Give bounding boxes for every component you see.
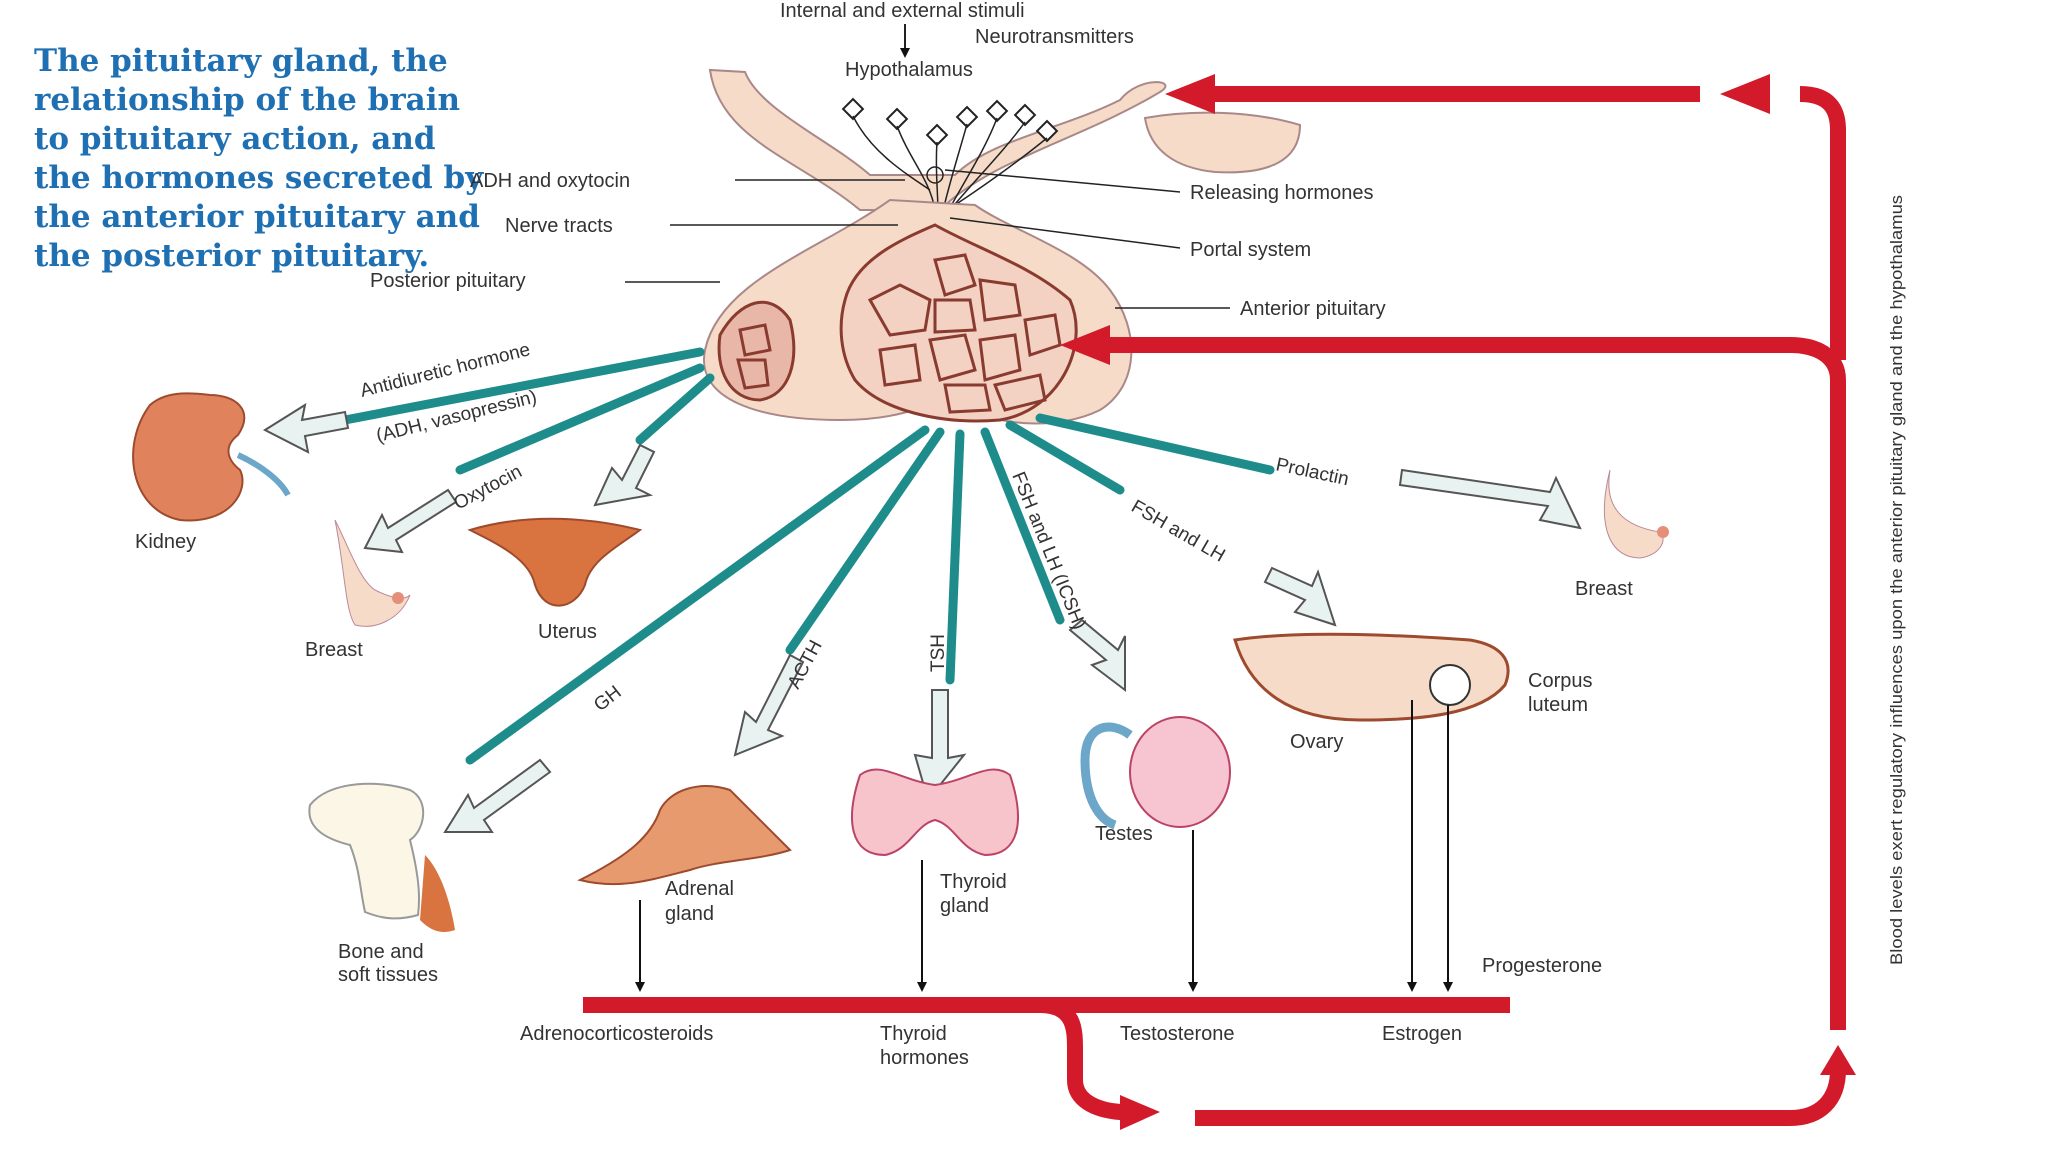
uterus-label: Uterus bbox=[538, 621, 597, 643]
adrenal-gland-label-2: gland bbox=[665, 903, 714, 925]
progesterone-label: Progesterone bbox=[1482, 955, 1602, 977]
stimuli-label: Internal and external stimuli bbox=[780, 0, 1025, 22]
bone-icon bbox=[308, 782, 425, 920]
thyroid-gland-label-2: gland bbox=[940, 895, 989, 917]
luteum-label: luteum bbox=[1528, 694, 1588, 716]
bone-label-1: Bone and bbox=[338, 941, 424, 963]
output-arrows bbox=[635, 700, 1453, 992]
testis-icon bbox=[1129, 716, 1231, 828]
kidney-label: Kidney bbox=[135, 531, 196, 553]
anterior-pituitary-label: Anterior pituitary bbox=[1240, 298, 1386, 320]
leader-lines bbox=[625, 169, 1230, 309]
thyroid-gland-label-1: Thyroid bbox=[940, 871, 1007, 893]
releasing-hormones-label: Releasing hormones bbox=[1190, 182, 1373, 204]
median-eminence bbox=[926, 166, 944, 184]
breast-left-label: Breast bbox=[305, 639, 363, 661]
bone-label-2: soft tissues bbox=[338, 964, 438, 986]
adrenal-icon bbox=[577, 785, 792, 886]
adh-oxytocin-label: ADH and oxytocin bbox=[470, 170, 630, 192]
neurotransmitters-label: Neurotransmitters bbox=[975, 26, 1134, 48]
hypothalamic-neurons bbox=[841, 97, 1059, 147]
feedback-loop bbox=[583, 86, 1846, 1126]
brain-fold bbox=[1143, 111, 1302, 174]
corpus-label: Corpus bbox=[1528, 670, 1592, 692]
feedback-arrowheads bbox=[1060, 74, 1856, 1130]
breast-right-icon bbox=[1603, 469, 1664, 559]
fsh-lh-label: FSH and LH bbox=[1128, 496, 1229, 566]
hormone-arrowheads bbox=[262, 402, 1582, 833]
breast-left-icon bbox=[334, 519, 411, 627]
thyroid-hormones-label-1: Thyroid bbox=[880, 1023, 947, 1045]
nerve-tracts-label: Nerve tracts bbox=[505, 215, 613, 237]
posterior-pituitary-label: Posterior pituitary bbox=[370, 270, 526, 292]
uterus-icon bbox=[467, 517, 643, 607]
portal-system-label: Portal system bbox=[1190, 239, 1311, 261]
ureter-icon bbox=[236, 452, 291, 497]
breast-right-label: Breast bbox=[1575, 578, 1633, 600]
adrenocorticosteroids-label: Adrenocorticosteroids bbox=[520, 1023, 713, 1045]
testosterone-label: Testosterone bbox=[1120, 1023, 1235, 1045]
blood-levels-note: Blood levels exert regulatory influences… bbox=[1887, 195, 1906, 965]
thyroid-hormones-label-2: hormones bbox=[880, 1047, 969, 1069]
thyroid-icon bbox=[851, 768, 1019, 857]
hormone-paths bbox=[340, 347, 1275, 765]
corpus-luteum-icon bbox=[1429, 664, 1471, 706]
tsh-label: TSH bbox=[928, 634, 949, 672]
hypothalamus-label: Hypothalamus bbox=[845, 59, 973, 81]
muscle-icon bbox=[420, 855, 455, 932]
adrenal-gland-label-1: Adrenal bbox=[665, 878, 734, 900]
estrogen-label: Estrogen bbox=[1382, 1023, 1462, 1045]
testes-label: Testes bbox=[1095, 823, 1153, 845]
ovary-label: Ovary bbox=[1290, 731, 1343, 753]
kidney-icon bbox=[132, 392, 246, 522]
gh-label: GH bbox=[590, 682, 625, 716]
caption-title: The pituitary gland, the relationship of… bbox=[34, 43, 484, 274]
fsh-lh-icsh-label: FSH and LH (ICSH) bbox=[1007, 469, 1089, 633]
breast-right-nipple bbox=[1657, 526, 1669, 538]
epididymis-icon bbox=[1080, 722, 1133, 830]
breast-left-nipple bbox=[392, 592, 404, 604]
prolactin-label: Prolactin bbox=[1274, 454, 1351, 490]
hypothalamus-tissue bbox=[708, 68, 1167, 211]
